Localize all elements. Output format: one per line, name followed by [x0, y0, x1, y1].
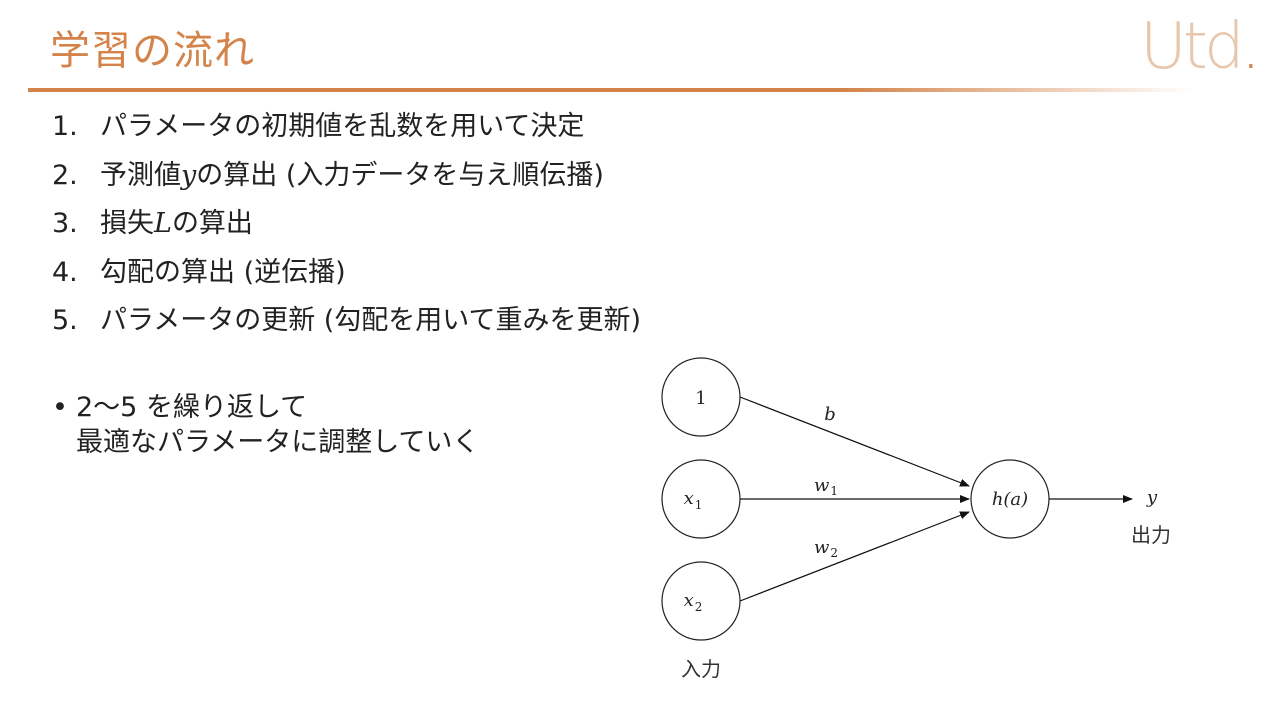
step-text: 予測値: [100, 159, 181, 191]
title-divider: [28, 88, 1193, 92]
step-item: 4. 勾配の算出 (逆伝播): [52, 249, 641, 298]
step-text: パラメータの更新 (勾配を用いて重みを更新): [100, 305, 642, 336]
node-subscript: 2: [695, 600, 703, 614]
svg-text:x1: x1: [684, 488, 703, 512]
bullet-line-1: 2〜5 を繰り返して: [76, 392, 308, 423]
weight-label-w1: w: [814, 475, 830, 496]
weight-subscript: 1: [830, 484, 838, 498]
step-number: 1.: [52, 111, 78, 142]
step-text: の算出: [171, 208, 253, 239]
step-item: 3. 損失Lの算出: [52, 200, 641, 249]
step-number: 2.: [52, 159, 78, 191]
weight-subscript: 2: [830, 546, 838, 560]
logo-dot: .: [1240, 10, 1261, 84]
brand-logo: Utd.: [1140, 10, 1261, 84]
weight-label-b: b: [824, 404, 836, 425]
input-node-x1: x1: [661, 459, 741, 539]
weight-label-w2: w: [814, 537, 830, 558]
input-node-x2: x2: [661, 561, 741, 641]
edge-bias: [739, 396, 970, 487]
neuron-node: h(a): [970, 459, 1050, 539]
step-number: 5.: [52, 305, 78, 336]
svg-text:w1: w1: [814, 475, 838, 498]
input-node-bias: 1: [661, 357, 741, 437]
neuron-label: h(a): [992, 489, 1028, 510]
logo-text: Utd: [1140, 10, 1245, 84]
steps-list: 1. パラメータの初期値を乱数を用いて決定 2. 予測値yの算出 (入力データを与え…: [52, 103, 641, 346]
summary-bullet: • 2〜5 を繰り返して 最適なパラメータに調整していく: [52, 390, 479, 460]
svg-text:x2: x2: [684, 590, 703, 614]
step-text: パラメータの初期値を乱数を用いて決定: [100, 111, 585, 142]
step-item: 5. パラメータの更新 (勾配を用いて重みを更新): [52, 297, 641, 346]
math-variable: L: [154, 208, 172, 239]
step-number: 4.: [52, 256, 78, 288]
step-item: 2. 予測値yの算出 (入力データを与え順伝播): [52, 152, 641, 201]
output-caption: 出力: [1131, 523, 1171, 547]
edge-w2: [739, 511, 970, 602]
input-caption: 入力: [681, 657, 721, 681]
slide-title: 学習の流れ: [50, 28, 255, 74]
svg-text:w2: w2: [814, 537, 838, 560]
step-text: の算出 (入力データを与え順伝播): [196, 159, 604, 191]
node-label: x: [684, 488, 694, 509]
bullet-line-2: 最適なパラメータに調整していく: [76, 427, 480, 458]
node-label: x: [684, 590, 694, 611]
step-text: 損失: [100, 208, 154, 239]
math-variable: y: [181, 159, 197, 191]
node-subscript: 1: [695, 498, 703, 512]
step-item: 1. パラメータの初期値を乱数を用いて決定: [52, 103, 641, 152]
step-number: 3.: [52, 208, 78, 239]
step-text: 勾配の算出 (逆伝播): [100, 256, 346, 288]
output-label: y: [1146, 487, 1158, 508]
bullet-icon: •: [52, 392, 68, 423]
node-label: 1: [695, 388, 706, 409]
